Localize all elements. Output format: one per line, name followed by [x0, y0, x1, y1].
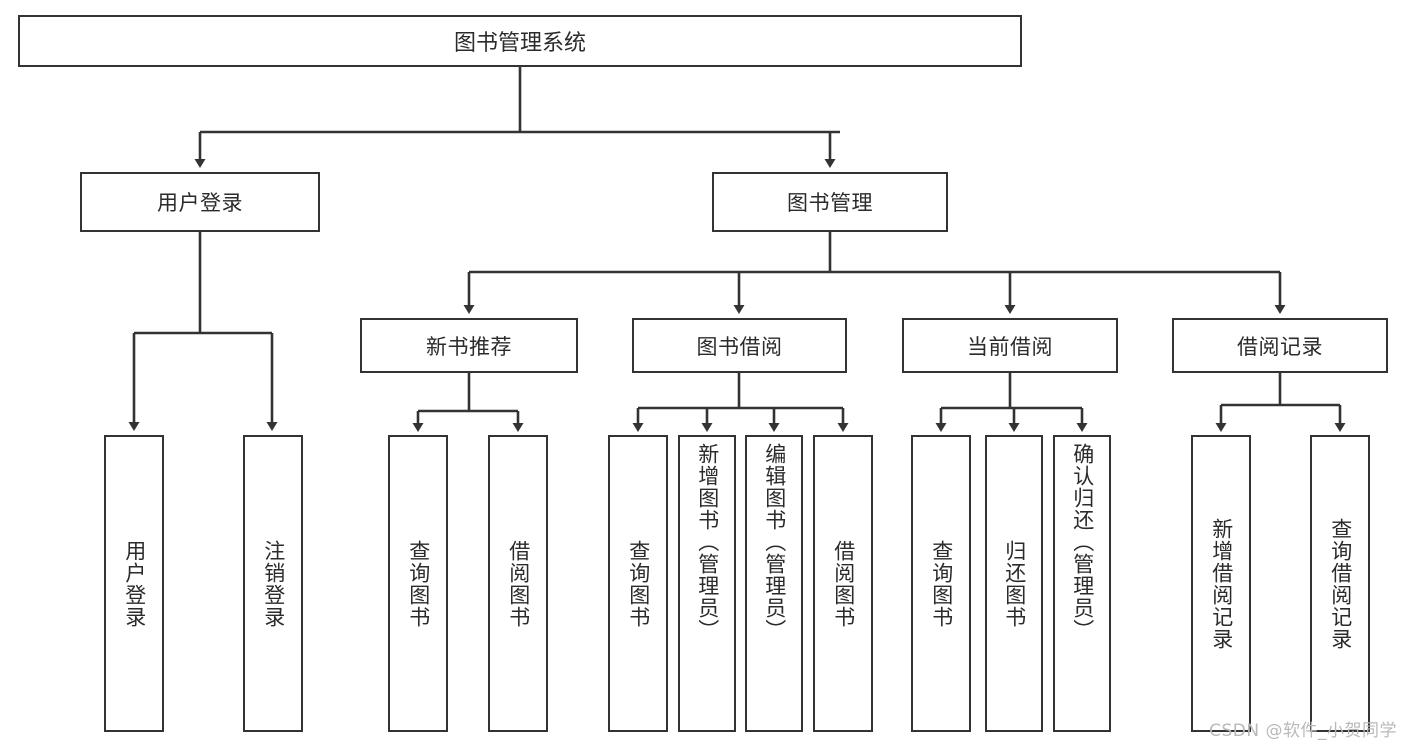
- leaf-query-book-current[interactable]: 查询图书: [911, 435, 971, 732]
- leaf-label: 编辑图书（管理员）: [762, 443, 787, 641]
- leaf-label: 查询图书: [929, 539, 954, 628]
- node-current-borrow[interactable]: 当前借阅: [902, 318, 1118, 373]
- leaf-borrow-book-newbook[interactable]: 借阅图书: [488, 435, 548, 732]
- leaf-add-borrow-record[interactable]: 新增借阅记录: [1191, 435, 1251, 732]
- leaf-confirm-return-admin[interactable]: 确认归还（管理员）: [1053, 435, 1111, 732]
- leaf-label: 新增借阅记录: [1209, 517, 1234, 650]
- leaf-return-book[interactable]: 归还图书: [985, 435, 1043, 732]
- leaf-add-book-admin[interactable]: 新增图书（管理员）: [678, 435, 736, 732]
- leaf-query-book-borrow[interactable]: 查询图书: [608, 435, 668, 732]
- node-borrow-record[interactable]: 借阅记录: [1172, 318, 1388, 373]
- leaf-label: 借阅图书: [831, 539, 856, 628]
- leaf-edit-book-admin[interactable]: 编辑图书（管理员）: [745, 435, 803, 732]
- leaf-query-borrow-record[interactable]: 查询借阅记录: [1310, 435, 1370, 732]
- leaf-label: 归还图书: [1002, 539, 1027, 628]
- node-book-management[interactable]: 图书管理: [712, 172, 948, 232]
- watermark: CSDN @软件_小贺同学: [1209, 721, 1397, 741]
- leaf-label: 用户登录: [122, 539, 147, 628]
- node-book-borrow[interactable]: 图书借阅: [632, 318, 847, 373]
- leaf-label: 查询图书: [406, 539, 431, 628]
- leaf-label: 新增图书（管理员）: [695, 443, 720, 641]
- leaf-query-book-newbook[interactable]: 查询图书: [388, 435, 448, 732]
- leaf-label: 注销登录: [261, 539, 286, 628]
- leaf-logout-login[interactable]: 注销登录: [243, 435, 303, 732]
- leaf-label: 确认归还（管理员）: [1070, 443, 1095, 641]
- leaf-user-login[interactable]: 用户登录: [104, 435, 164, 732]
- leaf-borrow-book[interactable]: 借阅图书: [813, 435, 873, 732]
- leaf-label: 借阅图书: [506, 539, 531, 628]
- node-root[interactable]: 图书管理系统: [18, 15, 1022, 67]
- node-user-login[interactable]: 用户登录: [80, 172, 320, 232]
- leaf-label: 查询图书: [626, 539, 651, 628]
- leaf-label: 查询借阅记录: [1328, 517, 1353, 650]
- node-new-book-recommend[interactable]: 新书推荐: [360, 318, 578, 373]
